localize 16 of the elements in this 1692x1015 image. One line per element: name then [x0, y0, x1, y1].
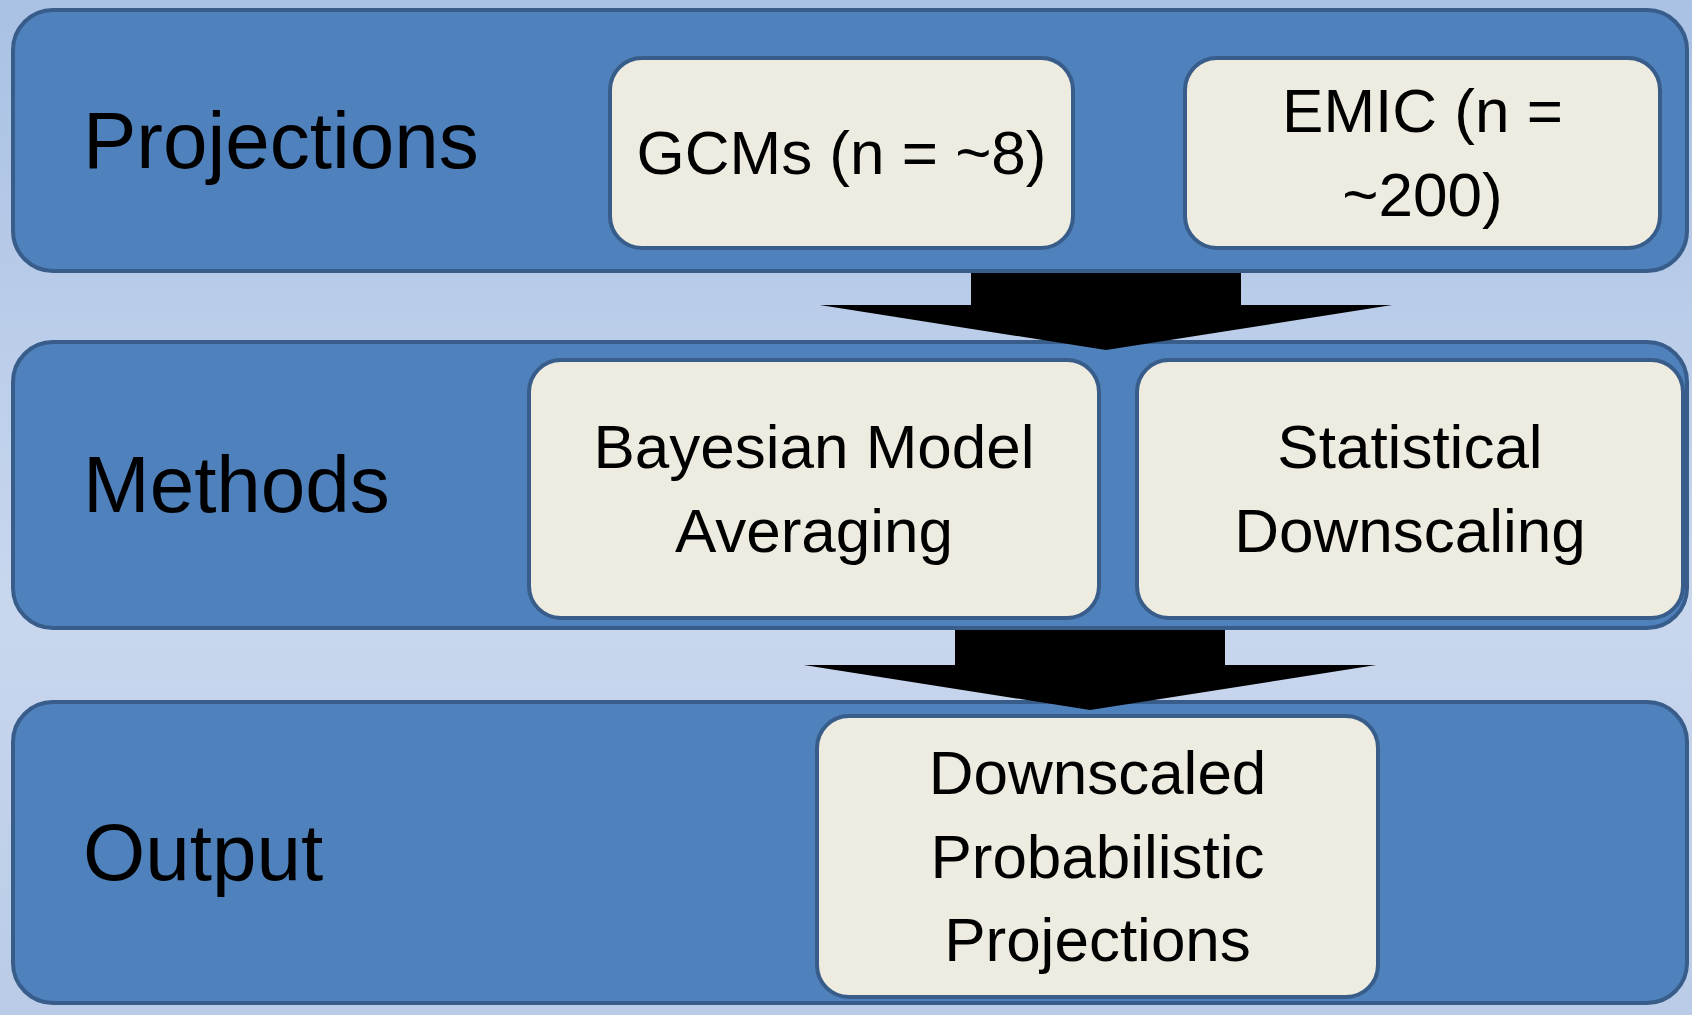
box-label: Downscaled Probabilistic Projections	[927, 736, 1268, 977]
box-label: Bayesian Model Averaging	[592, 411, 1036, 567]
process-box	[608, 56, 1075, 250]
band-label: Methods	[83, 439, 390, 531]
box-label: EMIC (n = ~200)	[1281, 75, 1564, 231]
row-band	[11, 700, 1689, 1005]
process-box	[1135, 358, 1685, 620]
box-label: GCMs (n = ~8)	[636, 117, 1047, 190]
box-label: Statistical Downscaling	[1233, 411, 1587, 567]
row-band	[11, 8, 1689, 273]
band-label: Output	[83, 806, 324, 899]
process-box	[527, 358, 1101, 620]
row-band	[11, 340, 1689, 630]
band-label: Projections	[83, 94, 479, 187]
process-box	[815, 714, 1380, 999]
process-box	[1183, 56, 1662, 250]
